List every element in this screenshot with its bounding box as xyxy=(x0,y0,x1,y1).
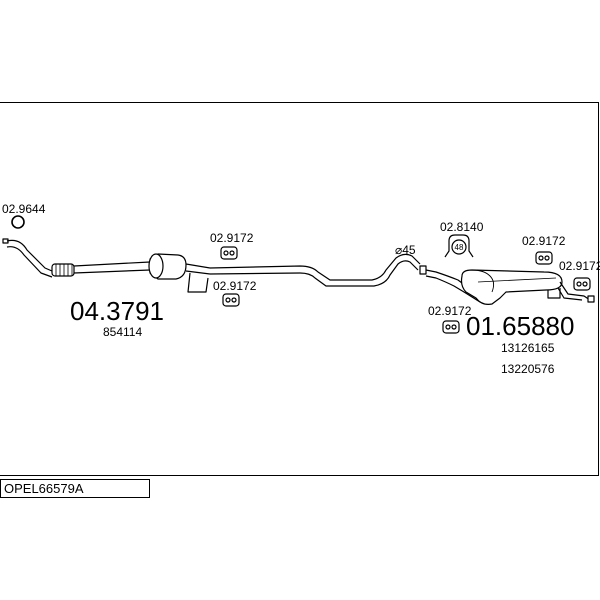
pipe-diameter-label: ⌀45 xyxy=(395,243,416,257)
part-code-hanger-mid-top: 02.9172 xyxy=(210,231,254,245)
model-code: OPEL66579A xyxy=(4,481,84,496)
seal-ring-icon xyxy=(11,215,25,229)
part-code-hanger-rear-left: 02.9172 xyxy=(428,304,472,318)
oem-number-13220576: 13220576 xyxy=(501,362,555,376)
tailpipe-end-marker xyxy=(587,295,595,303)
part-code-02-9644: 02.9644 xyxy=(2,202,46,216)
part-code-hanger-rear-top: 02.9172 xyxy=(522,234,566,248)
diagram-frame xyxy=(0,102,599,476)
oem-number-854114: 854114 xyxy=(103,325,142,339)
part-code-04-3791: 04.3791 xyxy=(70,296,164,326)
rear-silencer xyxy=(460,269,595,305)
part-code-02-8140: 02.8140 xyxy=(440,220,484,234)
middle-pipe xyxy=(209,253,421,287)
front-pipe xyxy=(6,239,151,278)
part-code-hanger-mid-bottom: 02.9172 xyxy=(213,279,257,293)
rubber-hanger-icon xyxy=(222,293,240,307)
model-code-box: OPEL66579A xyxy=(0,479,150,498)
catalytic-converter xyxy=(148,253,211,293)
flex-joint xyxy=(51,263,75,277)
rubber-hanger-icon xyxy=(573,277,591,291)
rubber-hanger-icon xyxy=(535,251,553,265)
oem-number-13126165: 13126165 xyxy=(501,341,555,355)
bracket-icon xyxy=(444,234,474,258)
bracket-size-label: 48 xyxy=(455,243,464,252)
rubber-hanger-icon xyxy=(220,246,238,260)
part-code-01-65880: 01.65880 xyxy=(466,311,574,341)
part-code-hanger-rear-right: 02.9172 xyxy=(559,259,600,273)
pipe-clamp xyxy=(419,265,427,275)
cat-bracket xyxy=(187,272,209,293)
rubber-hanger-icon xyxy=(442,320,460,334)
